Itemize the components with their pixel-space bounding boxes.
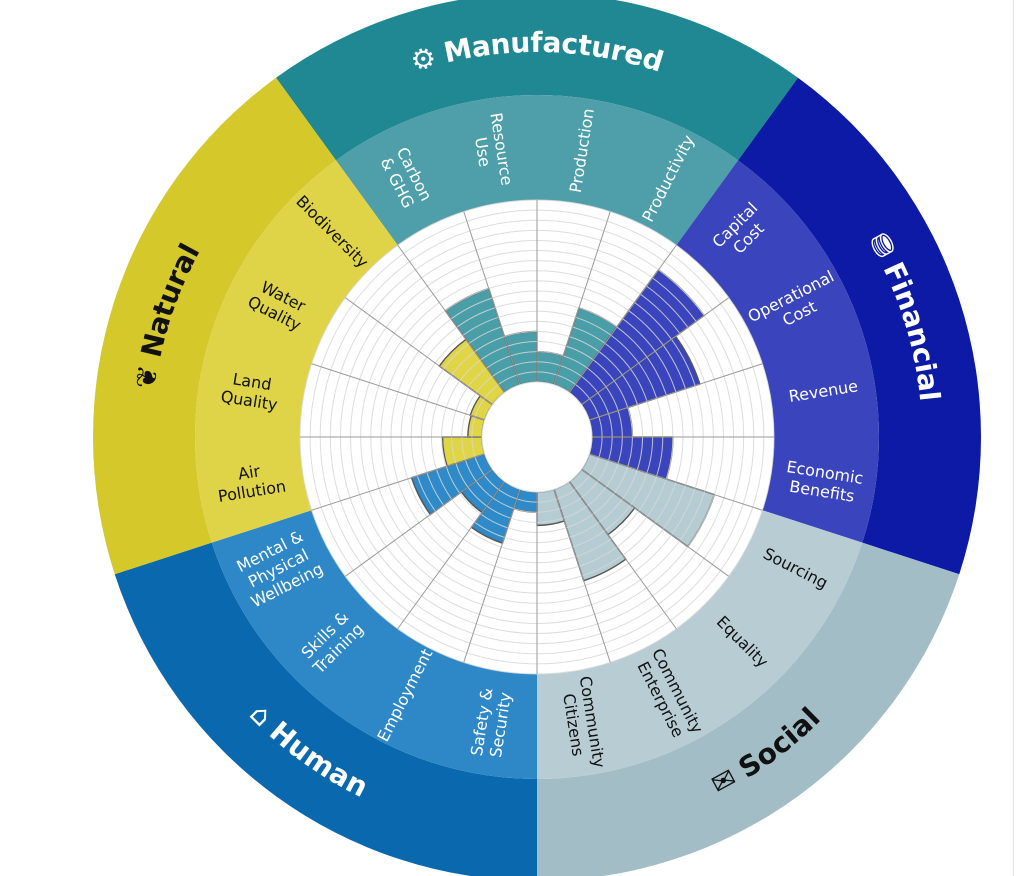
category-segment-natural[interactable] — [93, 77, 336, 575]
grid-spoke — [568, 244, 677, 393]
grid-spoke — [553, 489, 611, 663]
category-outer-ring — [93, 0, 982, 876]
category-segment-human[interactable] — [114, 542, 537, 876]
grid-spoke — [589, 453, 763, 511]
spokes — [300, 200, 774, 674]
grid-spoke — [568, 481, 677, 630]
grid-spoke — [581, 468, 730, 577]
category-band-human — [211, 510, 537, 779]
grid-spoke — [397, 481, 506, 630]
grid-spoke — [311, 363, 485, 421]
indicator-label-line: Use — [471, 136, 494, 168]
grid-spoke — [581, 297, 730, 406]
page-edge-divider — [1013, 0, 1014, 876]
leaf-icon: ❦ — [129, 353, 167, 391]
grid-spoke — [463, 211, 521, 385]
category-band-financial — [676, 160, 879, 543]
category-segment-manufactured[interactable] — [276, 0, 798, 161]
indicator-label: LandQuality — [219, 368, 281, 414]
indicator-label-band — [194, 94, 879, 779]
grid-spoke — [344, 468, 493, 577]
grid-spoke — [553, 211, 611, 385]
category-band-social — [537, 510, 863, 779]
grid-spoke — [311, 453, 485, 511]
grid-spoke — [344, 297, 493, 406]
grid-spoke — [397, 244, 506, 393]
category-band-natural — [194, 160, 398, 543]
grid-spoke — [463, 489, 521, 663]
indicator-label-line: Air — [237, 461, 262, 483]
grid-spoke — [589, 363, 763, 421]
category-segment-social[interactable] — [537, 542, 960, 876]
center-hole — [481, 381, 593, 493]
category-band-manufactured — [335, 94, 739, 246]
category-segment-financial[interactable] — [738, 77, 982, 575]
